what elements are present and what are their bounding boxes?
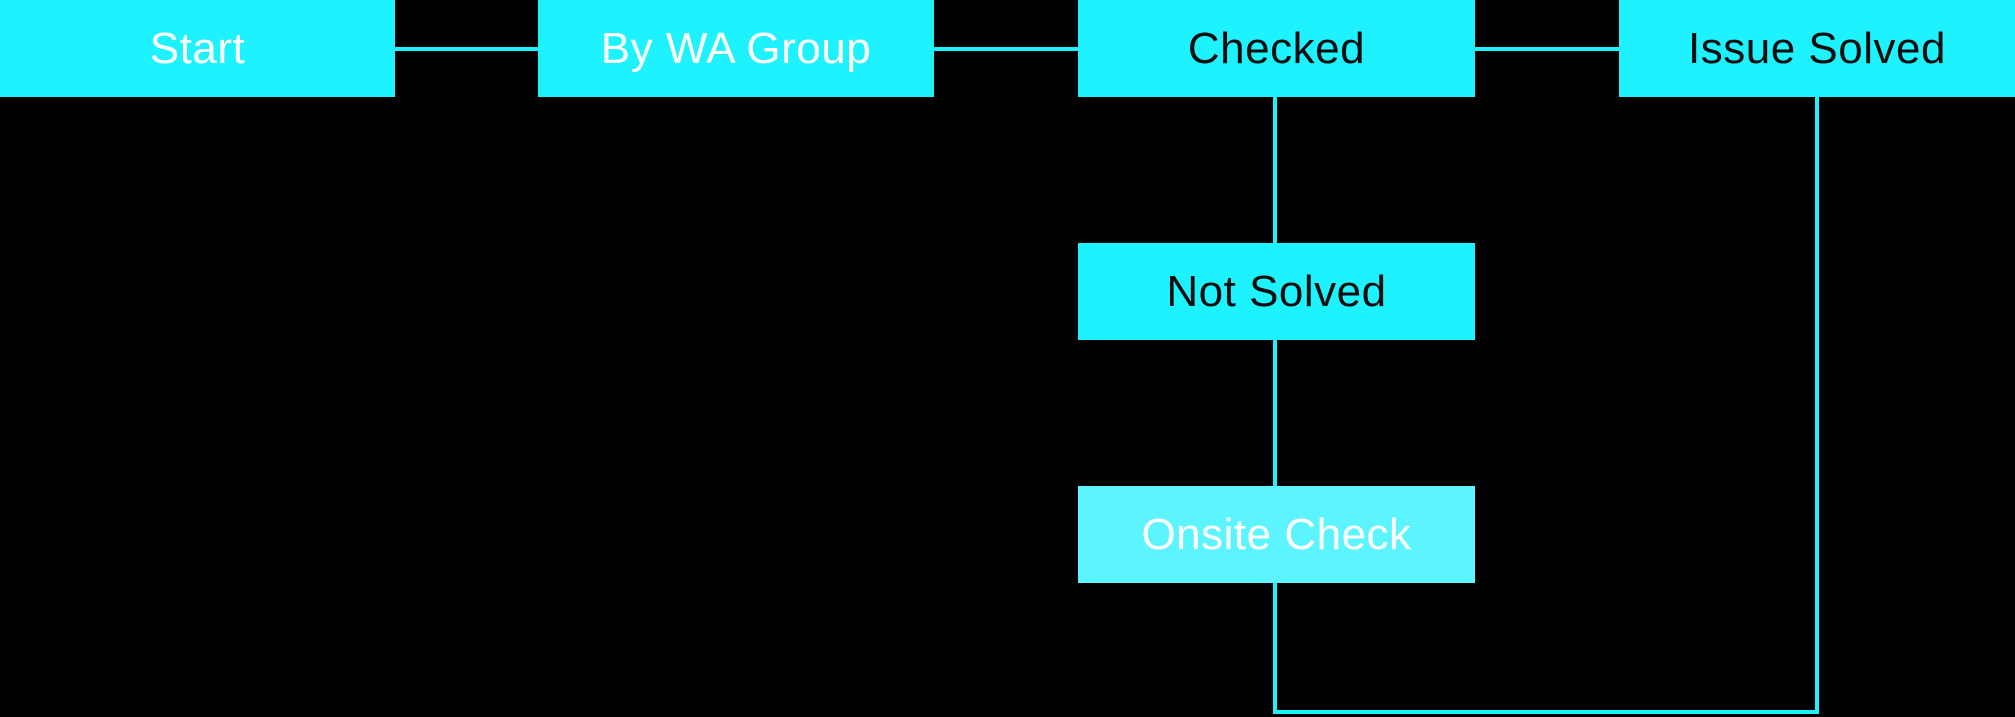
node-onsite-check-label: Onsite Check xyxy=(1141,509,1412,559)
connector-onsite-check-to-issue-solved xyxy=(1273,97,1819,714)
node-start-label: Start xyxy=(149,23,246,73)
node-start: Start xyxy=(0,0,395,97)
node-not-solved-label: Not Solved xyxy=(1166,266,1387,316)
node-onsite-check: Onsite Check xyxy=(1078,486,1475,583)
node-not-solved: Not Solved xyxy=(1078,243,1475,340)
node-by-wa-group-label: By WA Group xyxy=(600,23,872,73)
node-issue-solved-label: Issue Solved xyxy=(1688,23,1946,73)
node-by-wa-group: By WA Group xyxy=(538,0,934,97)
node-checked: Checked xyxy=(1078,0,1475,97)
node-checked-label: Checked xyxy=(1187,23,1366,73)
node-issue-solved: Issue Solved xyxy=(1619,0,2015,97)
